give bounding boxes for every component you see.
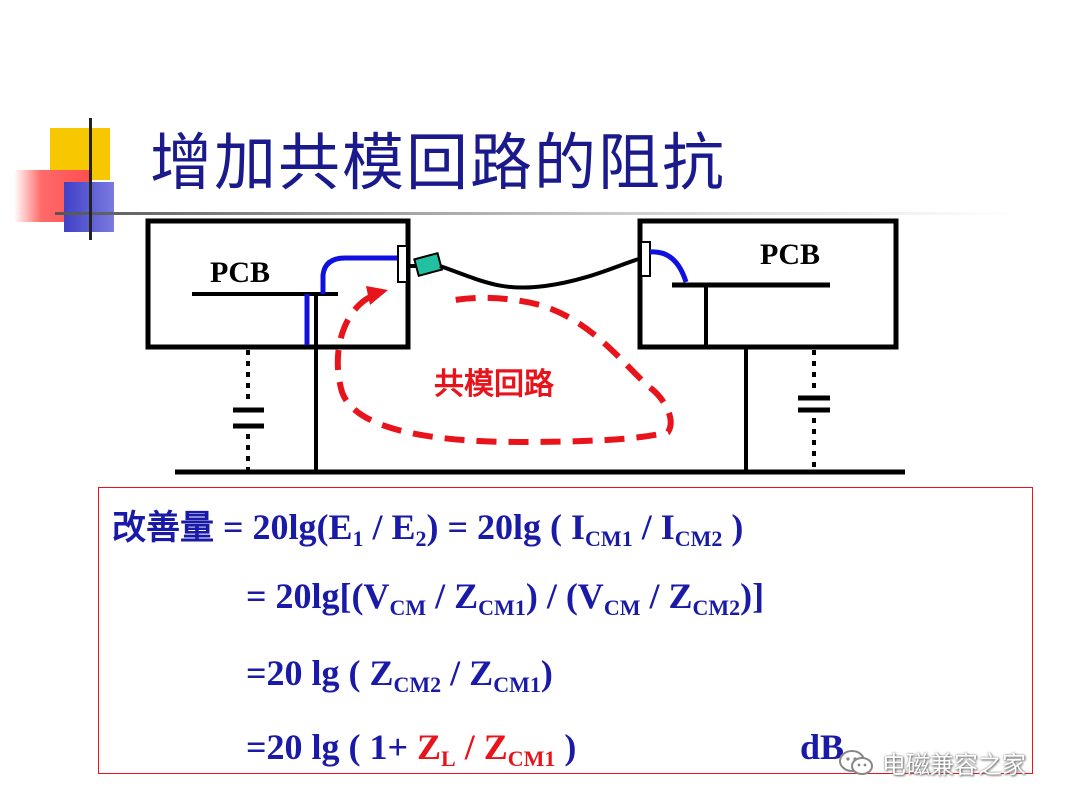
slide-title: 增加共模回路的阻抗 xyxy=(150,126,727,199)
loop-label: 共模回路 xyxy=(434,367,555,402)
wechat-icon xyxy=(839,749,873,775)
pcb-right-connector xyxy=(640,241,651,277)
loop-arrow-head xyxy=(366,286,388,305)
pcb-left-label: PCB xyxy=(210,256,270,289)
ferrite-clamp xyxy=(413,251,444,278)
deco-vertical-line xyxy=(89,118,92,240)
pcb-right-blue-cable xyxy=(649,249,689,283)
pcb-right-box xyxy=(637,218,899,350)
improvement-label: 改善量 xyxy=(112,508,214,548)
formula-line-4: =20 lg ( 1+ ZL / ZCM1 ) xyxy=(246,727,577,771)
watermark: 电磁兼容之家 xyxy=(838,745,1026,780)
common-mode-circuit-diagram: PCB PCB 共模回路 xyxy=(145,218,905,475)
formula-unit: dB xyxy=(800,727,845,767)
pcb-left-blue-cable xyxy=(320,255,400,294)
common-mode-loop-path xyxy=(334,294,674,446)
deco-horizontal-line xyxy=(55,212,1015,215)
pcb-right-label: PCB xyxy=(760,238,820,271)
interconnect-cable xyxy=(439,255,646,290)
formula-line-1: 改善量 = 20lg(E1 / E2) = 20lg ( ICM1 / ICM2… xyxy=(112,507,744,551)
watermark-text: 电磁兼容之家 xyxy=(882,751,1026,779)
pcb-left-box xyxy=(145,218,411,350)
formula-line-3: =20 lg ( ZCM2 / ZCM1) xyxy=(246,653,553,697)
formula-box xyxy=(98,487,1033,774)
formula-line-2: = 20lg[(VCM / ZCM1) / (VCM / ZCM2)] xyxy=(246,576,765,620)
pcb-left-connector xyxy=(397,245,408,283)
